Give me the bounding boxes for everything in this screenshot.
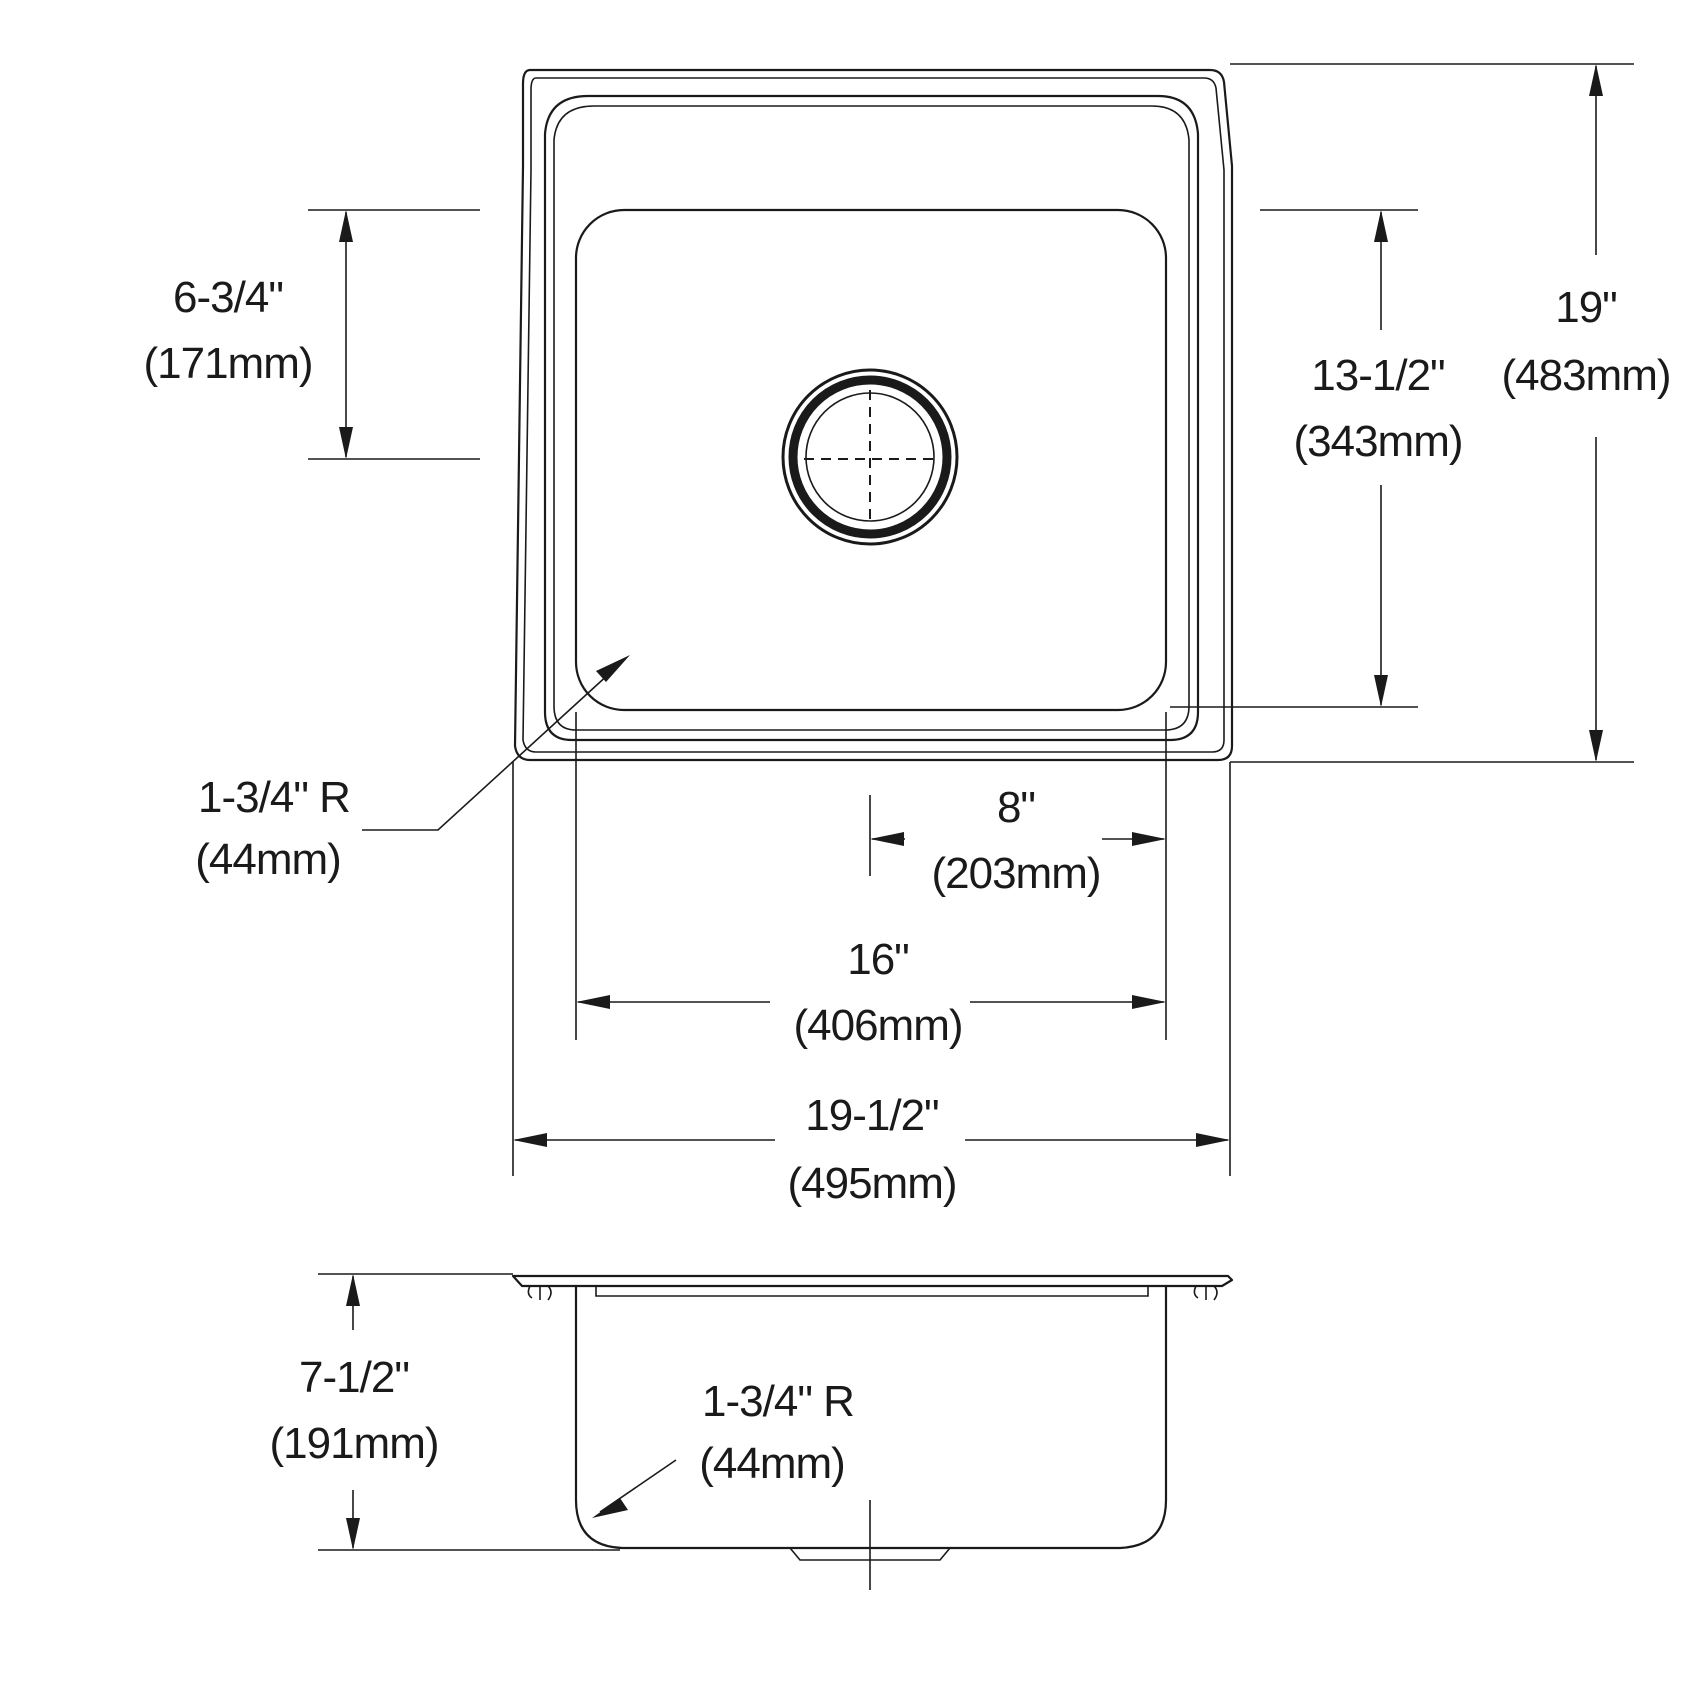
sink-outer-rim — [513, 68, 1234, 762]
arrow-up-icon — [1589, 64, 1603, 96]
bottom-radius-imperial: 1-3/4" R — [702, 1377, 854, 1426]
sink-rim-channel — [595, 1286, 1149, 1297]
drain-to-back-metric: (171mm) — [143, 339, 312, 388]
mounting-clip-left — [527, 1285, 552, 1301]
bowl-width-imperial: 16" — [847, 935, 909, 984]
arrow-left-icon — [513, 1133, 547, 1147]
side-view: 7-1/2" (191mm) 1-3/4" R (44mm) — [269, 1273, 1234, 1590]
drain-outer-ring — [781, 368, 959, 546]
sink-deck-edge — [543, 94, 1200, 742]
arrow-right-icon — [1196, 1133, 1230, 1147]
arrow-up-icon — [1374, 210, 1388, 242]
top-view: 6-3/4" (171mm) 13-1/2" (343mm) 19" (483m… — [143, 63, 1672, 1208]
overall-length-imperial: 19" — [1555, 283, 1617, 332]
corner-radius-metric: (44mm) — [195, 835, 341, 884]
bowl-depth-metric: (191mm) — [269, 1419, 438, 1468]
arrow-right-icon — [1132, 832, 1166, 846]
bowl-length-imperial: 13-1/2" — [1311, 351, 1444, 400]
arrow-right-icon — [1132, 995, 1166, 1009]
arrow-down-icon — [339, 427, 353, 459]
corner-radius-imperial: 1-3/4" R — [198, 773, 350, 822]
mounting-clip-right — [1193, 1285, 1218, 1301]
drain-to-side-imperial: 8" — [997, 783, 1035, 832]
bowl-depth-imperial: 7-1/2" — [299, 1353, 409, 1402]
arrow-down-icon — [1374, 675, 1388, 707]
drain-to-back-imperial: 6-3/4" — [173, 273, 283, 322]
arrow-up-icon — [339, 210, 353, 242]
sink-deck-edge-inner — [553, 105, 1190, 731]
sink-outer-rim-inner-line — [522, 77, 1225, 753]
overall-length-metric: (483mm) — [1501, 351, 1670, 400]
arrow-leader-icon — [592, 1498, 628, 1518]
arrow-up-icon — [346, 1274, 360, 1306]
sink-bowl-profile — [574, 1284, 1168, 1550]
corner-radius-leader — [362, 661, 623, 831]
sink-bowl — [574, 208, 1168, 712]
drain-to-side-metric: (203mm) — [931, 849, 1100, 898]
arrow-left-icon — [870, 832, 904, 846]
drain-ring-thick — [788, 375, 952, 539]
overall-width-imperial: 19-1/2" — [805, 1091, 938, 1140]
arrow-down-icon — [346, 1518, 360, 1550]
bowl-length-metric: (343mm) — [1293, 417, 1462, 466]
sink-flange — [511, 1274, 1234, 1288]
arrow-left-icon — [576, 995, 610, 1009]
arrow-leader-icon — [596, 655, 630, 682]
bottom-radius-metric: (44mm) — [699, 1439, 845, 1488]
bowl-width-metric: (406mm) — [793, 1001, 962, 1050]
arrow-down-icon — [1589, 730, 1603, 762]
overall-width-metric: (495mm) — [787, 1159, 956, 1208]
